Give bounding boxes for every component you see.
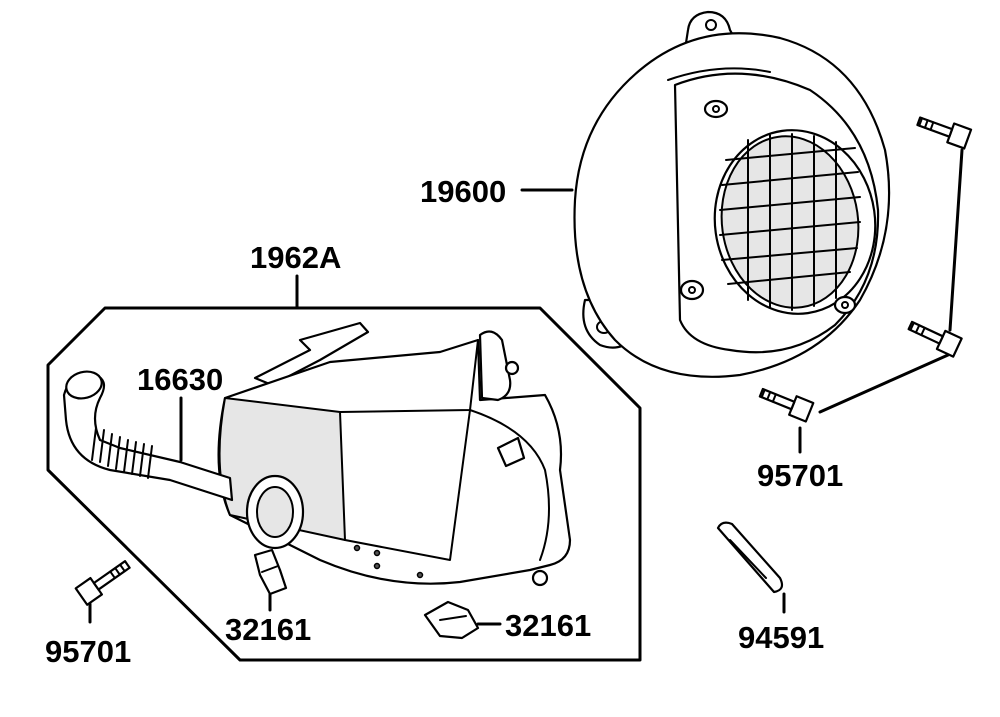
label-clip-lower-left: 32161 [225,612,311,647]
fan-cover-drawing [573,10,891,378]
hose-drawing [62,370,234,502]
clip-lower-right-drawing [423,600,502,640]
label-shroud-assembly: 1962A [250,240,341,275]
label-hose: 16630 [137,362,223,397]
shroud-drawing [217,321,572,587]
label-fan-cover: 19600 [420,174,506,209]
label-clip-94591: 94591 [738,620,824,655]
assembly-outline [46,306,642,662]
bolts-right-drawing [758,116,973,454]
label-bolt-left: 95701 [45,634,131,669]
clip-lower-left-drawing [253,548,288,612]
bolt-left-drawing [74,560,131,624]
label-clip-lower-right: 32161 [505,608,591,643]
clip-94591-drawing [716,521,786,614]
grille-mesh [719,133,861,311]
label-bolts-right: 95701 [757,458,843,493]
